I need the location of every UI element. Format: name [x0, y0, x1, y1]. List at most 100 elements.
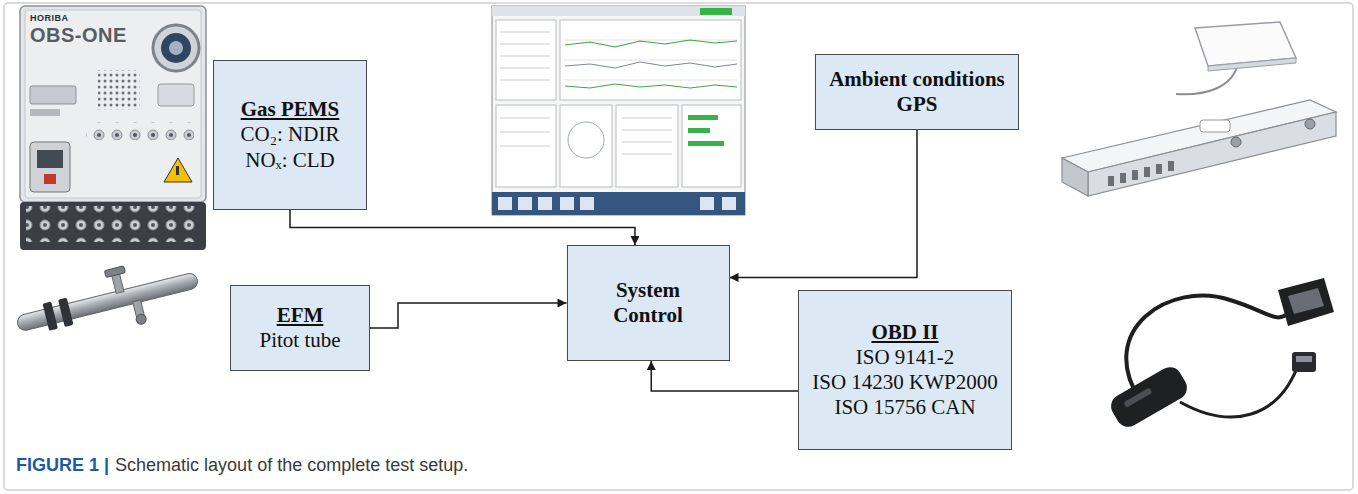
software-screenshot-part: [496, 105, 556, 187]
box-text: CO₂: NDIR: [241, 122, 340, 147]
gps-sensor-illustration-part: [1144, 167, 1150, 177]
analyzer-illustration-part: [169, 41, 183, 55]
connector-arrow: [370, 303, 567, 328]
connector-arrow: [290, 210, 635, 245]
software-screenshot-part: [500, 56, 550, 57]
software-screenshot-part: [700, 197, 714, 210]
analyzer-illustration-part: [161, 33, 191, 63]
analyzer-illustration-part: [158, 84, 194, 106]
gps-sensor-illustration-part: [1062, 158, 1088, 196]
box-text: NOₓ: CLD: [245, 148, 335, 173]
software-screenshot-part: [565, 84, 737, 88]
software-screenshot: [492, 6, 745, 215]
software-screenshot-part: [492, 6, 745, 215]
software-screenshot-part: [580, 197, 594, 210]
software-screenshot-part: [518, 197, 532, 210]
pitot-tube-illustration: [10, 249, 204, 353]
figure-number: FIGURE 1 |: [16, 455, 109, 476]
box-heading: Ambient conditions: [829, 67, 1005, 92]
software-screenshot-part: [688, 141, 724, 146]
gps-sensor-illustration-part: [1132, 170, 1138, 180]
box-text: GPS: [897, 92, 938, 117]
gps-sensor-illustration: [1062, 22, 1336, 196]
pitot-tube-illustration-part: [58, 298, 74, 327]
process-box: EFMPitot tube: [230, 285, 370, 371]
connector-arrow: [651, 361, 798, 391]
analyzer-illustration-part: [26, 206, 200, 242]
box-heading: Gas PEMS: [241, 97, 340, 122]
obd-cable-illustration-part: [1288, 288, 1324, 314]
software-screenshot-part: [564, 40, 737, 41]
software-screenshot-part: [700, 8, 732, 15]
pitot-tube-illustration-part: [104, 266, 125, 278]
analyzer-illustration-part: [98, 70, 140, 110]
software-screenshot-part: [500, 44, 550, 45]
software-screenshot-part: [560, 20, 741, 100]
pitot-tube-illustration-part: [42, 301, 58, 330]
obd-cable-illustration: [1107, 278, 1334, 431]
analyzer-illustration-part: [153, 25, 199, 71]
analyzer-illustration-part: [20, 202, 206, 250]
pitot-tube-illustration-part: [16, 272, 199, 332]
analyzer-illustration-part: [37, 150, 63, 168]
analyzer-illustration-part: [30, 86, 76, 104]
software-screenshot-part: [565, 62, 737, 68]
software-screenshot-part: [564, 60, 737, 61]
box-text: Pitot tube: [259, 328, 340, 353]
software-screenshot-part: [500, 146, 550, 147]
software-screenshot-part: [492, 6, 745, 16]
connector-arrow: [730, 130, 918, 277]
gps-sensor-illustration-part: [1108, 176, 1114, 186]
process-box: Gas PEMSCO₂: NDIRNOₓ: CLD: [213, 60, 367, 210]
software-screenshot-part: [564, 80, 737, 81]
software-screenshot-part: [496, 20, 556, 100]
analyzer-illustration-part: [176, 166, 179, 175]
obd-cable-illustration-part: [1107, 363, 1192, 431]
obd-cable-illustration-part: [1296, 356, 1312, 362]
software-screenshot-part: [492, 192, 745, 215]
software-screenshot-part: [500, 68, 550, 69]
software-screenshot-part: [538, 197, 552, 210]
software-screenshot-part: [622, 154, 672, 155]
brand-label: HORIBA: [30, 13, 69, 23]
gps-sensor-illustration-part: [1305, 119, 1315, 129]
figure-frame: [4, 3, 1353, 490]
analyzer-illustration-part: [44, 174, 56, 184]
obd-cable-illustration-part: [1123, 388, 1152, 408]
gps-sensor-illustration-part: [1088, 112, 1336, 196]
analyzer-illustration: [20, 6, 206, 250]
box-text: ISO 14230 KWP2000: [812, 370, 998, 395]
software-screenshot-part: [622, 142, 672, 143]
software-screenshot-part: [622, 118, 672, 119]
figure-caption: Schematic layout of the complete test se…: [115, 455, 468, 476]
software-screenshot-part: [500, 32, 550, 33]
software-screenshot-part: [560, 197, 574, 210]
analyzer-illustration-part: [25, 10, 201, 198]
gps-sensor-illustration-part: [1156, 164, 1162, 174]
analyzer-illustration-part: [20, 6, 206, 202]
software-screenshot-part: [616, 105, 678, 187]
analyzer-illustration-part: [86, 122, 194, 140]
software-screenshot-part: [688, 128, 710, 133]
gps-sensor-illustration-part: [1200, 120, 1230, 132]
process-box: System Control: [567, 245, 730, 361]
obd-cable-illustration-part: [1278, 278, 1334, 326]
gps-sensor-illustration-part: [1168, 161, 1174, 171]
analyzer-illustration-part: [30, 142, 70, 192]
software-screenshot-part: [682, 105, 741, 187]
software-screenshot-part: [568, 122, 604, 158]
software-screenshot-part: [500, 132, 550, 133]
analyzer-illustration-part: [164, 158, 192, 182]
process-box: Ambient conditionsGPS: [815, 54, 1019, 130]
software-screenshot-part: [500, 118, 550, 119]
box-heading: OBD II: [871, 320, 938, 345]
pitot-tube-illustration-part: [135, 313, 147, 325]
software-screenshot-part: [565, 40, 737, 47]
gps-sensor-illustration-part: [1231, 137, 1241, 147]
gps-sensor-illustration-part: [1120, 173, 1126, 183]
software-screenshot-part: [622, 130, 672, 131]
model-label: OBS-ONE: [30, 24, 127, 47]
software-screenshot-part: [688, 115, 718, 120]
